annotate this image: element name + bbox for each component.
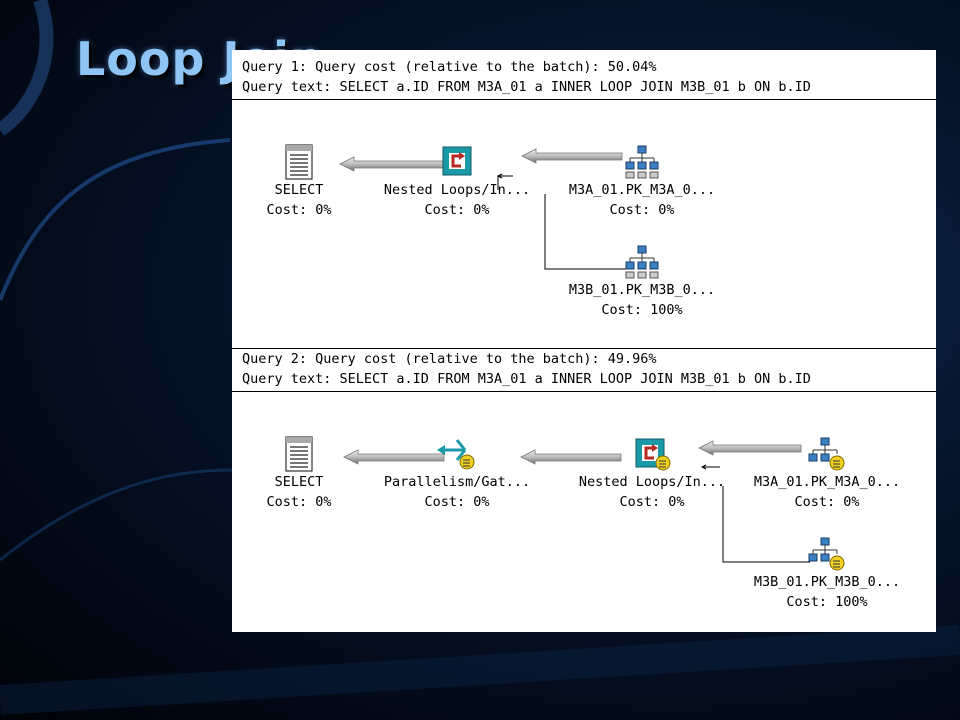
q2-node-m3a-index[interactable]: M3A_01.PK_M3A_0... Cost: 0% [742, 436, 912, 512]
query2-header: Query 2: Query cost (relative to the bat… [232, 349, 936, 389]
q2-node-select[interactable]: SELECT Cost: 0% [254, 436, 344, 512]
q2-m3b-label: M3B_01.PK_M3B_0... [753, 574, 901, 590]
parallel-nested-loops-icon [635, 438, 671, 471]
q1-select-label: SELECT [274, 182, 324, 198]
query1-header-separator [232, 99, 936, 100]
q2-nested-loops-label: Nested Loops/In... [578, 474, 726, 490]
query2-text-line: Query text: SELECT a.ID FROM M3A_01 a IN… [242, 371, 811, 387]
q1-arrow-outer-input [521, 148, 623, 164]
q1-connector-inner-input [496, 173, 632, 270]
index-scan-icon [625, 145, 659, 179]
index-scan-icon [625, 245, 659, 279]
parallel-index-scan-icon [808, 437, 845, 471]
query2-header-separator [232, 391, 936, 392]
q2-arrow-select [343, 449, 445, 465]
q2-parallelism-cost: Cost: 0% [424, 494, 490, 510]
q2-arrow-outer-input [698, 440, 802, 456]
q2-parallelism-label: Parallelism/Gat... [383, 474, 531, 490]
q2-m3b-cost: Cost: 100% [786, 594, 868, 610]
plan-connectors [339, 148, 810, 563]
q1-m3a-label: M3A_01.PK_M3A_0... [568, 182, 716, 198]
q1-node-select[interactable]: SELECT Cost: 0% [254, 144, 344, 220]
q2-node-parallelism[interactable]: Parallelism/Gat... Cost: 0% [382, 436, 532, 512]
q2-node-m3b-index[interactable]: M3B_01.PK_M3B_0... Cost: 100% [742, 536, 912, 612]
parallel-index-scan-icon [808, 537, 845, 571]
q2-nested-loops-cost: Cost: 0% [619, 494, 685, 510]
query2-cost-line: Query 2: Query cost (relative to the bat… [242, 351, 657, 367]
q1-m3b-cost: Cost: 100% [601, 302, 683, 318]
execution-plan-window[interactable]: Query 1: Query cost (relative to the bat… [232, 50, 936, 632]
query1-text-line: Query text: SELECT a.ID FROM M3A_01 a IN… [242, 79, 811, 95]
q2-m3a-cost: Cost: 0% [794, 494, 860, 510]
query1-header: Query 1: Query cost (relative to the bat… [232, 57, 936, 97]
q1-node-m3b-index[interactable]: M3B_01.PK_M3B_0... Cost: 100% [562, 244, 722, 320]
q1-nested-loops-label: Nested Loops/In... [383, 182, 531, 198]
nested-loops-icon [442, 146, 472, 176]
q1-m3b-label: M3B_01.PK_M3B_0... [568, 282, 716, 298]
q2-m3a-label: M3A_01.PK_M3A_0... [753, 474, 901, 490]
q2-node-nested-loops[interactable]: Nested Loops/In... Cost: 0% [577, 436, 727, 512]
q1-nested-loops-cost: Cost: 0% [424, 202, 490, 218]
select-result-icon [285, 436, 313, 472]
q2-arrow-gather [520, 449, 622, 465]
select-result-icon [285, 144, 313, 180]
q1-select-cost: Cost: 0% [266, 202, 332, 218]
q1-m3a-cost: Cost: 0% [609, 202, 675, 218]
parallelism-gather-icon [437, 439, 475, 470]
q1-node-m3a-index[interactable]: M3A_01.PK_M3A_0... Cost: 0% [562, 144, 722, 220]
q2-select-label: SELECT [274, 474, 324, 490]
q2-select-cost: Cost: 0% [266, 494, 332, 510]
query2-top-separator [232, 348, 936, 349]
q1-node-nested-loops[interactable]: Nested Loops/In... Cost: 0% [382, 144, 532, 220]
query1-cost-line: Query 1: Query cost (relative to the bat… [242, 59, 657, 75]
q2-connector-inner-input [700, 464, 810, 563]
